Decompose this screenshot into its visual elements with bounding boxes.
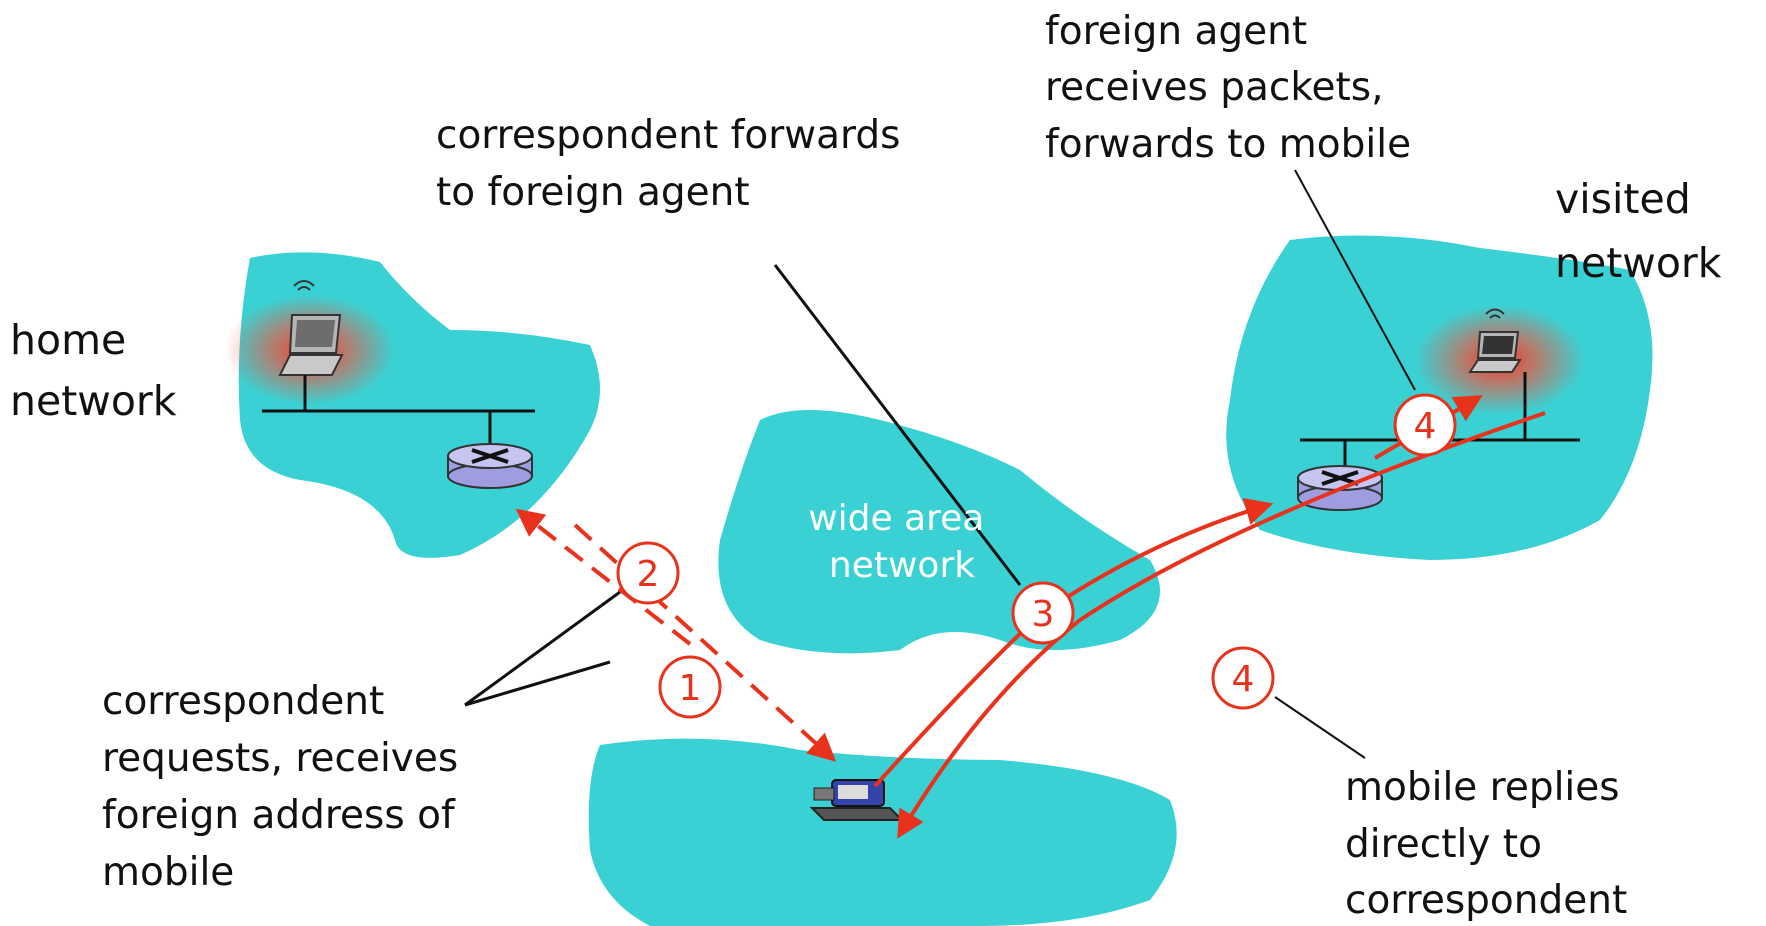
laptop-icon [278,280,344,376]
step-4-visited-number: 4 [1414,406,1437,447]
step-4-visited-badge: 4 [1393,393,1457,457]
step-3-badge: 3 [1011,581,1075,645]
wide-area-network-label: wide area network [808,498,996,586]
step-4-legend-badge: 4 [1211,646,1275,710]
step-1-number: 1 [679,668,702,709]
leader-correspondent-forwards [773,264,1022,586]
step-2-number: 2 [637,554,660,595]
router-icon [447,443,533,489]
visited-network-label: visited network [1555,175,1722,287]
home-network-label: home network [10,316,177,425]
step-4-legend-number: 4 [1232,659,1255,700]
leader-foreign-agent [1294,169,1416,391]
foreign-agent-label: foreign agent receives packets, forwards… [1045,9,1411,167]
arrow-step-4-direct-reply [897,411,1546,839]
correspondent-host-icon [809,779,905,821]
leader-mobile-replies [1274,696,1366,759]
arrow-step-1-reply [573,523,837,762]
arrow-step-2-request [515,508,692,646]
step-2-badge: 2 [616,541,680,605]
correspondent-forwards-label: correspondent forwards to foreign agent [436,113,913,215]
leader-requests-a [464,590,621,707]
step-1-badge: 1 [658,655,722,719]
correspondent-network-cloud [588,738,1177,926]
mobile-replies-label: mobile replies directly to correspondent [1345,765,1632,923]
leader-requests-b [464,660,611,707]
laptop-icon [1468,308,1522,373]
correspondent-requests-label: correspondent requests, receives foreign… [102,679,471,895]
step-3-number: 3 [1032,594,1055,635]
